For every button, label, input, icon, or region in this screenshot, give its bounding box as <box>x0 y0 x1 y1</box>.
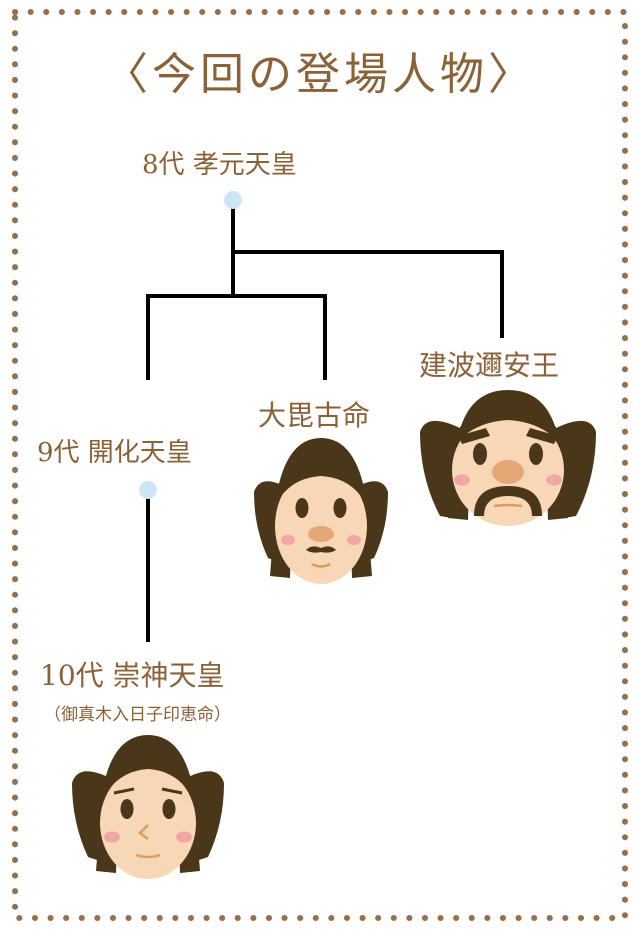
node-dot-emperor8 <box>224 191 242 209</box>
label-emperor10: 10代 崇神天皇 <box>40 659 225 692</box>
label-takehani: 建波邇安王 <box>419 349 560 382</box>
label-emperor9: 9代 開化天皇 <box>37 438 192 468</box>
ohiko-face-illustration <box>254 438 388 584</box>
label-ohiko: 大毘古命 <box>258 399 371 432</box>
node-dot-emperor9 <box>139 481 157 499</box>
label-emperor8: 8代 孝元天皇 <box>142 150 297 180</box>
page-title: 〈今回の登場人物〉 <box>104 49 536 100</box>
takehani-face-illustration <box>420 390 596 526</box>
label-emperor10-alias: （御真木入日子印恵命） <box>44 705 231 725</box>
emperor10-face-illustration <box>72 735 224 879</box>
